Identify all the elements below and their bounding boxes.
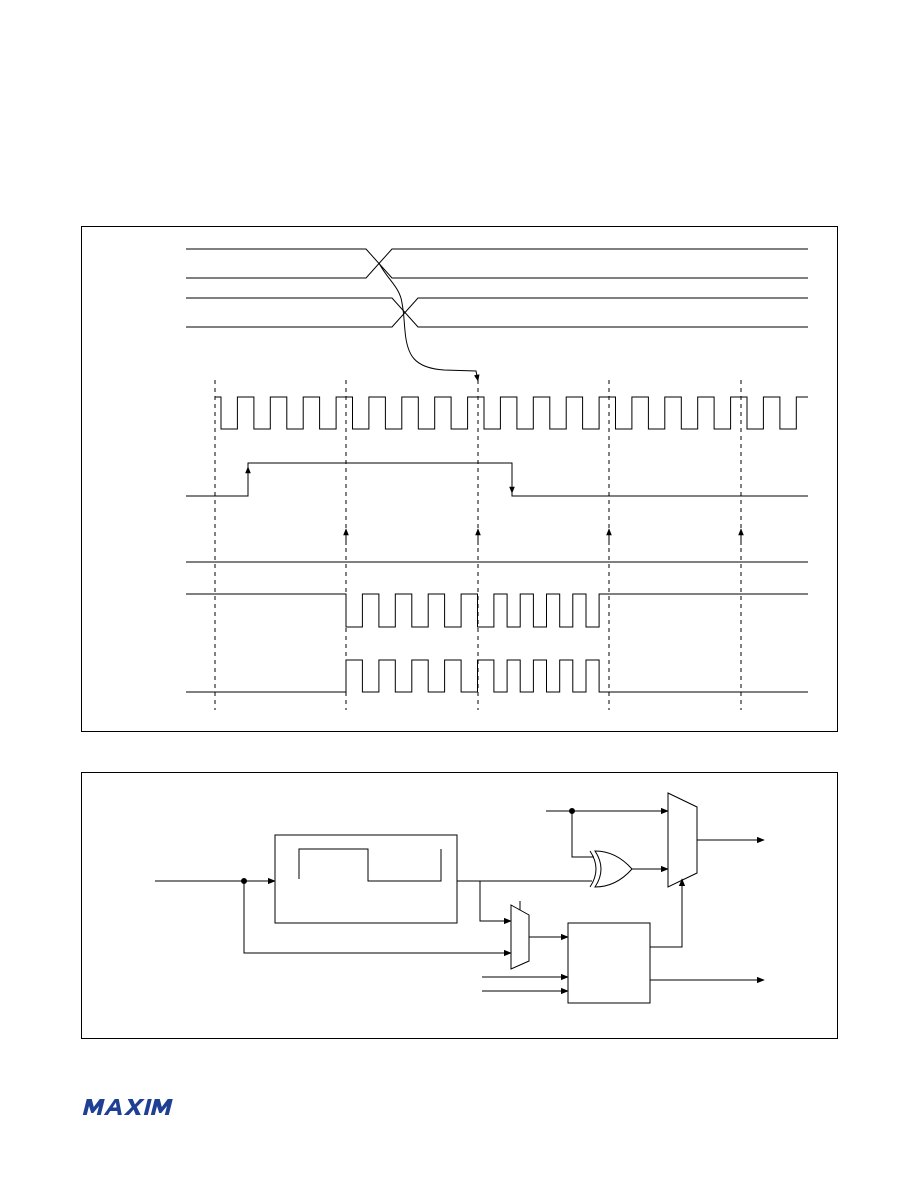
control-to-mux-select [650,878,686,948]
mux-2to1-small [510,904,530,970]
top-to-xor-line [571,811,594,858]
maxim-logo [82,1099,173,1115]
block-diagram-panel [81,772,838,1039]
waveform-generator-block [274,834,458,924]
marker-arrows [343,528,744,545]
bus-signal-2 [186,297,808,328]
causality-arrow [378,262,480,382]
waveform-icon [298,848,442,882]
clock-signal [215,396,808,430]
bypass-line [243,881,512,957]
xor-gate [589,850,633,888]
level-signal [186,462,808,497]
block-diagram [155,792,765,1004]
burst-signal [186,593,808,628]
control-logic-block [567,922,651,1004]
bus-signal-1 [186,248,808,279]
timing-diagram-panel [81,226,838,732]
output-mux [667,792,698,888]
generator-to-mux-line [479,881,512,925]
dashed-marker-lines [214,380,742,710]
burst-inverted-signal [186,659,808,693]
timing-diagram [186,248,808,710]
